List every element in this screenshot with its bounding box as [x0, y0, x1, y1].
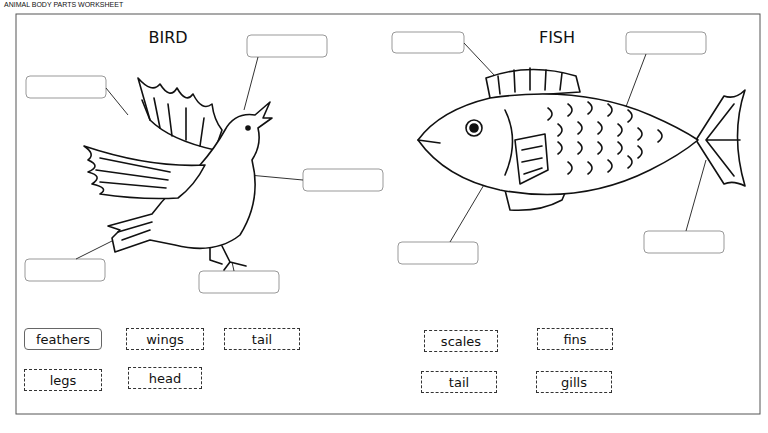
- word-box: tail: [224, 328, 300, 350]
- word-text: tail: [449, 375, 469, 390]
- word-box: tail: [421, 371, 497, 393]
- leader-lines: [76, 43, 706, 271]
- worksheet-title: ANIMAL BODY PARTS WORKSHEET: [4, 1, 123, 8]
- word-text: tail: [252, 332, 272, 347]
- word-text: fins: [563, 332, 586, 347]
- word-box: wings: [126, 328, 204, 350]
- page-frame: [16, 14, 760, 414]
- word-box: feathers: [24, 328, 102, 350]
- word-box: head: [128, 367, 202, 389]
- word-text: legs: [50, 373, 77, 388]
- word-box: legs: [24, 369, 102, 391]
- word-text: wings: [146, 332, 184, 347]
- word-box: scales: [424, 330, 498, 352]
- word-box: gills: [536, 371, 612, 393]
- section-heading: BIRD: [148, 28, 187, 47]
- word-text: feathers: [36, 332, 90, 347]
- word-text: gills: [561, 375, 587, 390]
- fish-drawing: [418, 68, 745, 210]
- word-text: head: [149, 371, 181, 386]
- word-box: fins: [537, 328, 613, 350]
- answer-boxes: [25, 32, 724, 293]
- section-heading: FISH: [539, 28, 575, 47]
- bird-drawing: [84, 78, 272, 270]
- word-text: scales: [441, 334, 481, 349]
